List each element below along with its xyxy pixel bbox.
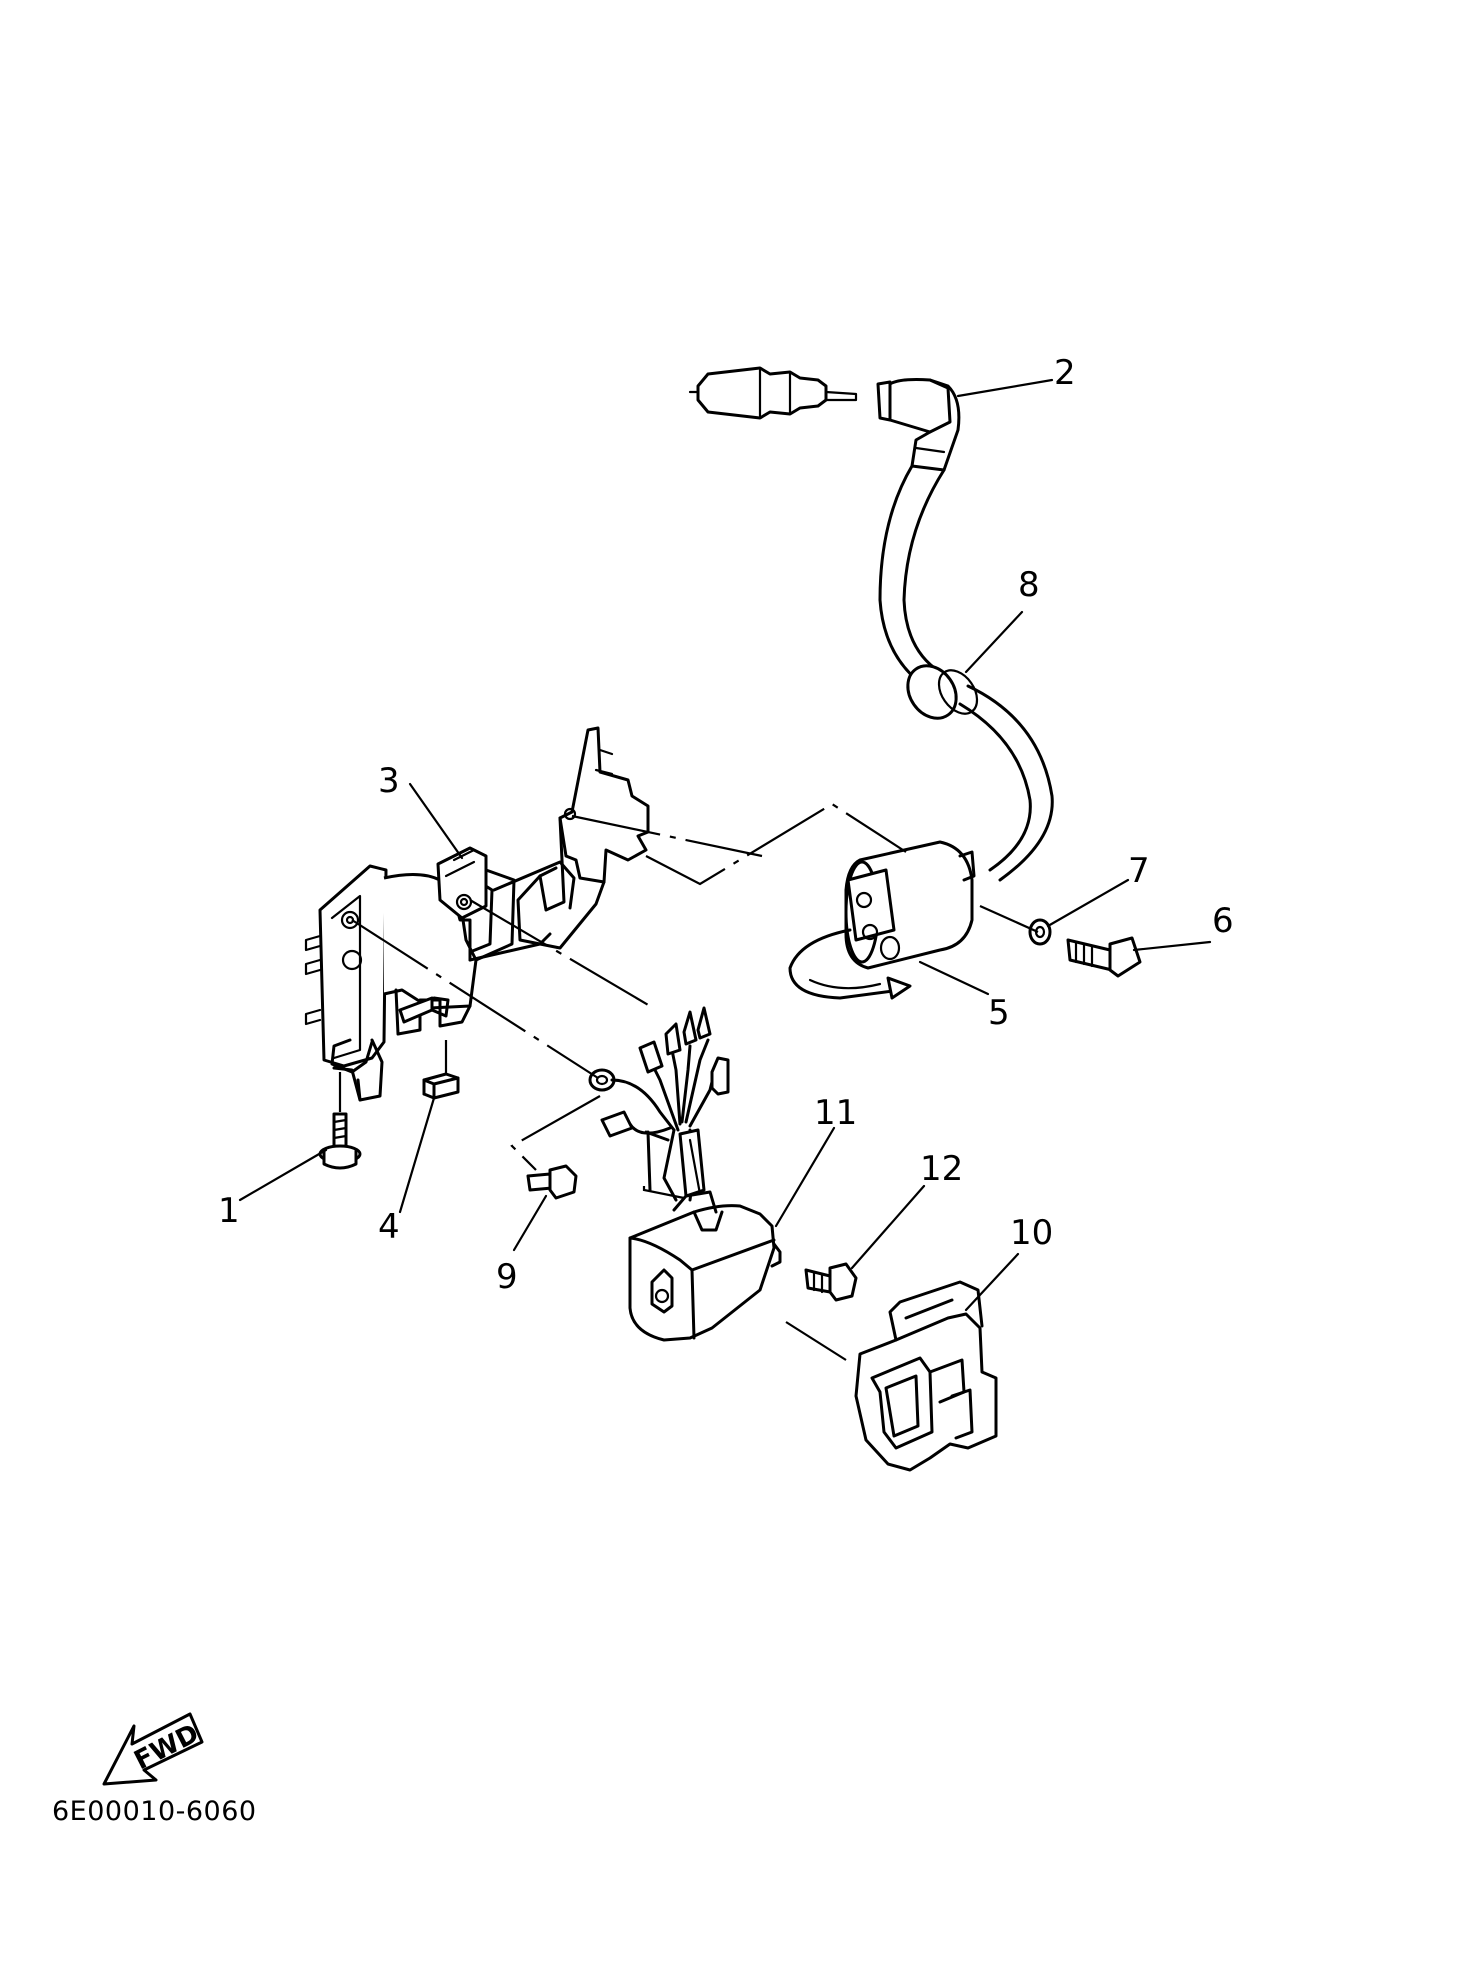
leader-lines (238, 378, 1212, 1312)
screw-part-9 (526, 1164, 578, 1200)
callout-9: 9 (496, 1257, 518, 1297)
callout-11: 11 (814, 1093, 857, 1133)
spark-plug (688, 366, 858, 420)
callout-2: 2 (1054, 353, 1076, 393)
bolt-part-12 (804, 1262, 858, 1302)
callout-numbers: 1 2 3 4 5 6 7 8 9 10 11 12 (218, 353, 1234, 1297)
wire-harness (588, 1006, 730, 1202)
callout-3: 3 (378, 761, 400, 801)
high-tension-cord (878, 464, 1054, 882)
cdi-unit-part-11 (628, 1190, 782, 1342)
coil-spacer-part-4 (422, 1072, 460, 1100)
callout-1: 1 (218, 1191, 240, 1231)
callout-5: 5 (988, 993, 1010, 1033)
callout-7: 7 (1128, 851, 1150, 891)
callout-12: 12 (920, 1149, 963, 1189)
mounting-bracket (468, 726, 650, 954)
diagram-code: 6E00010-6060 (52, 1796, 257, 1827)
cdi-holder-part-10 (854, 1280, 998, 1472)
ignition-coil-part-5 (788, 840, 976, 1000)
bolt-part-6 (1066, 936, 1142, 978)
plug-cap-part-2 (876, 378, 961, 472)
fwd-arrow-icon: FWD (102, 1712, 204, 1786)
charge-coil-part-3 (304, 846, 552, 1102)
callout-6: 6 (1212, 901, 1234, 941)
screw-part-1 (318, 1112, 362, 1170)
callout-4: 4 (378, 1207, 400, 1247)
grommet-part-8 (906, 664, 979, 720)
washer-part-7 (1028, 918, 1052, 946)
callout-8: 8 (1018, 565, 1040, 605)
assembly-lines (338, 802, 1039, 1361)
callout-10: 10 (1010, 1213, 1053, 1253)
